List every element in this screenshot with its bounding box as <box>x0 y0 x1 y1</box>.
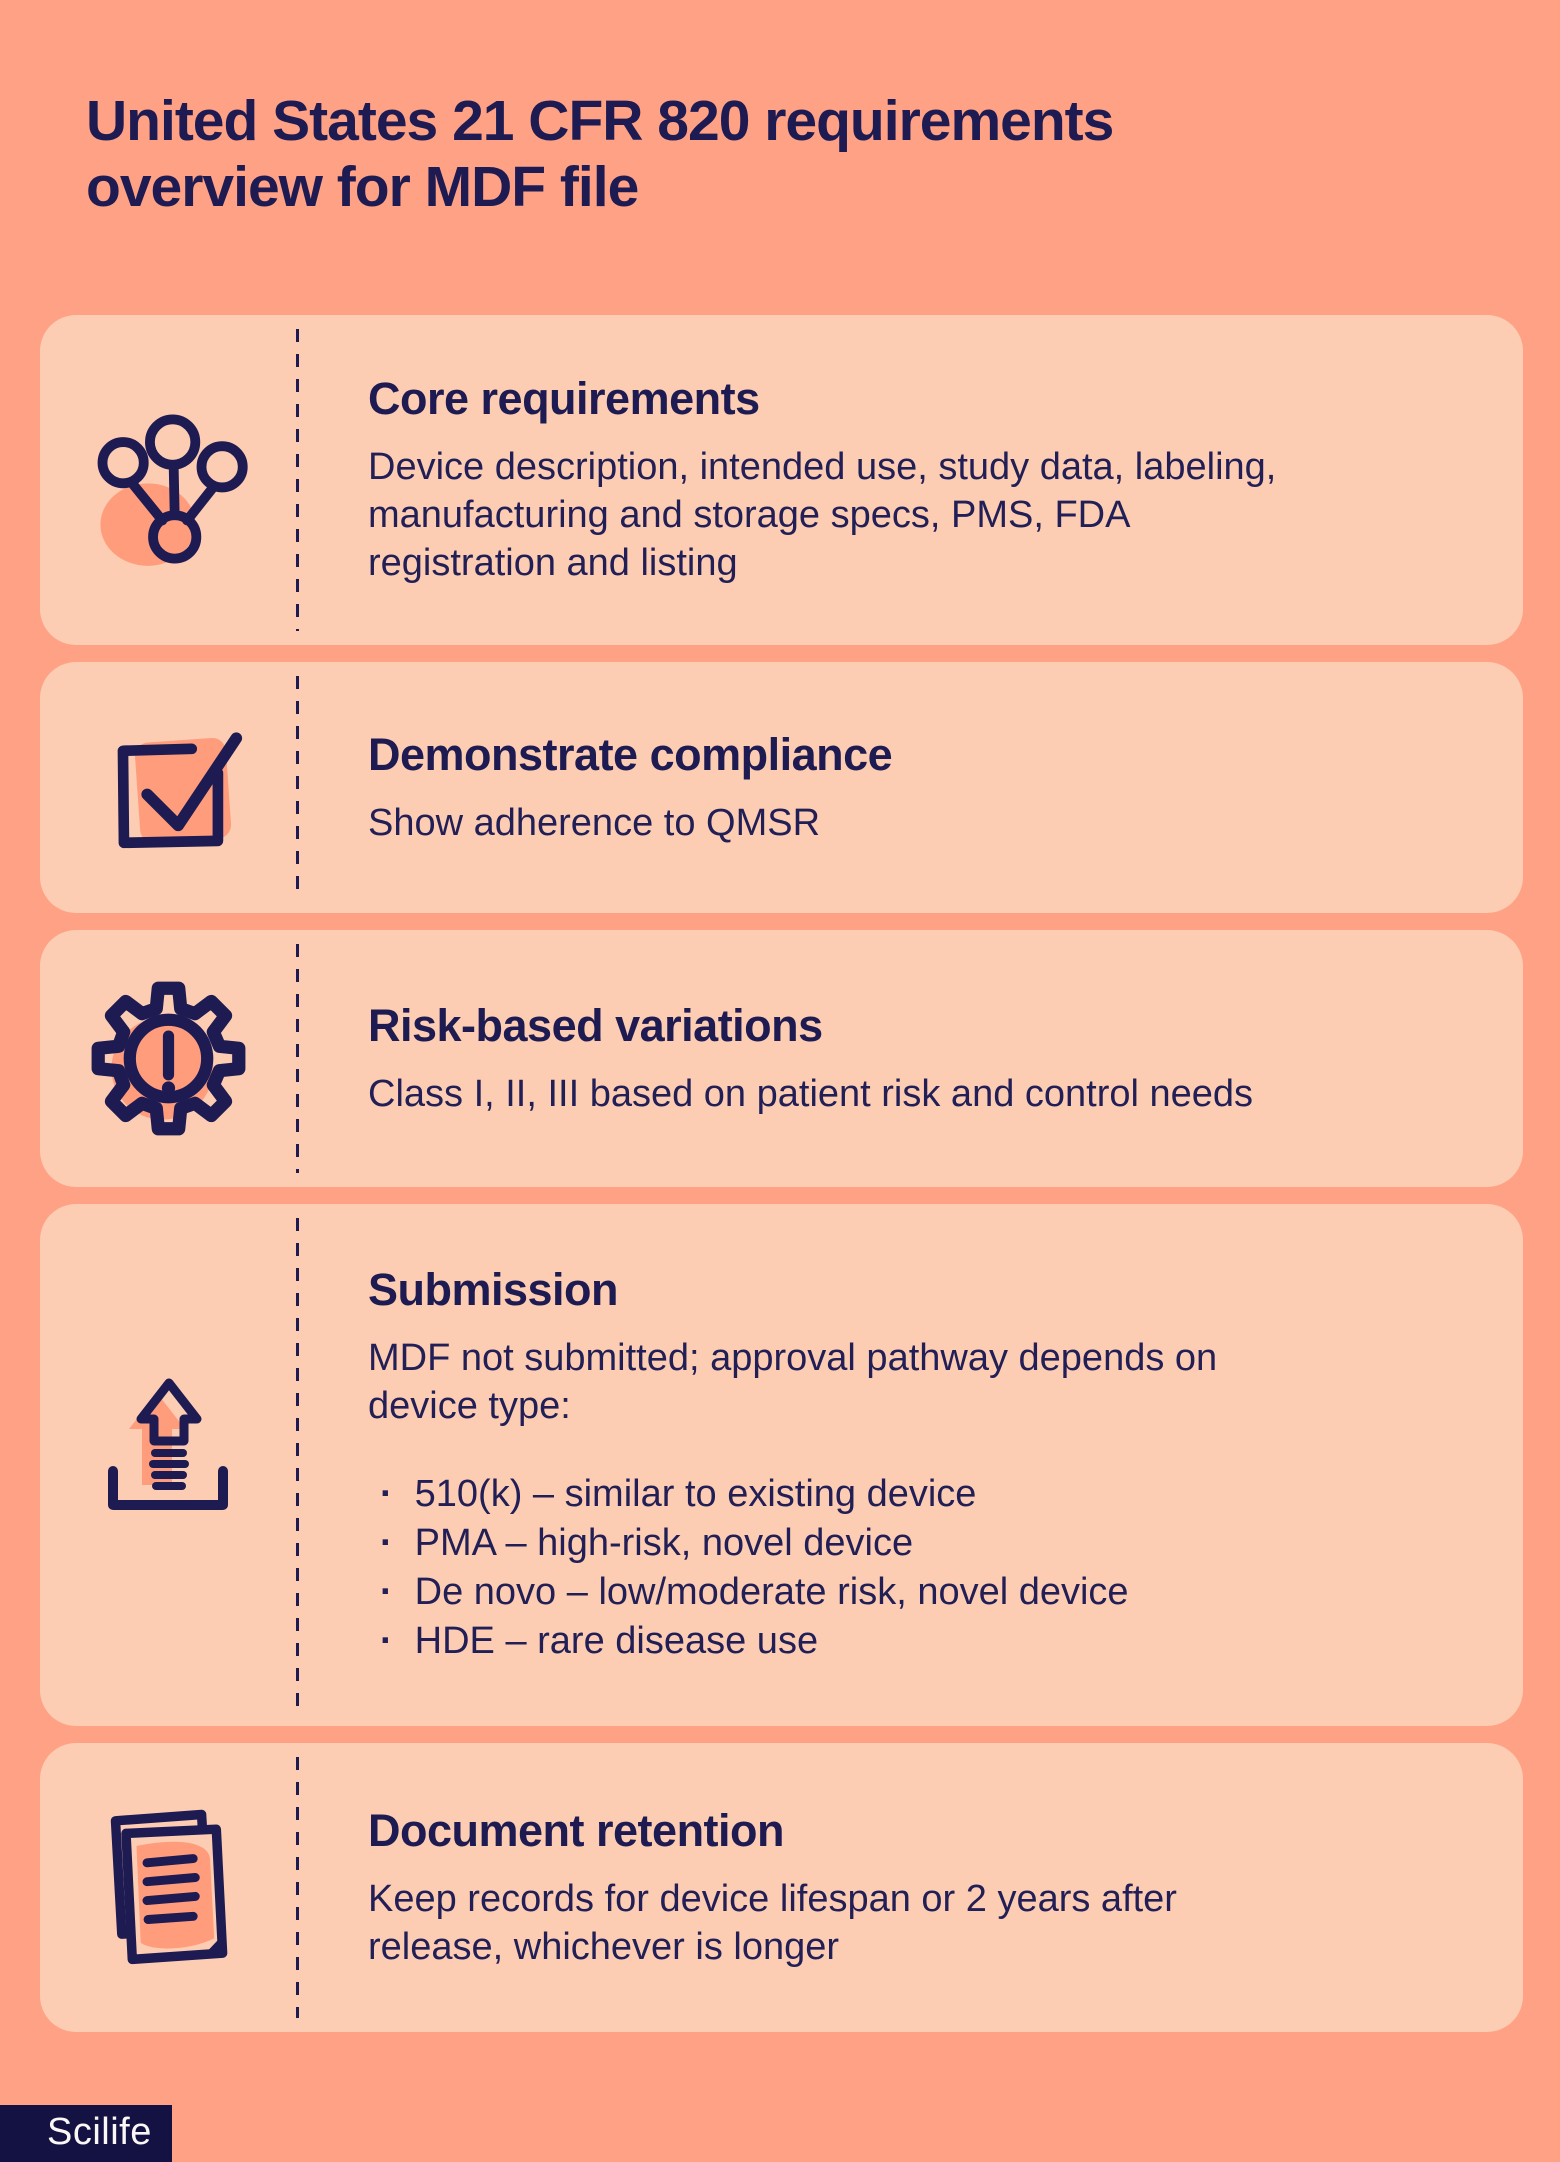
card-demonstrate-compliance: Demonstrate compliance Show adherence to… <box>40 662 1523 913</box>
card-body: Show adherence to QMSR <box>368 801 821 844</box>
submission-pathway-list: 510(k) – similar to existing device PMA … <box>368 1470 1483 1666</box>
network-icon <box>97 413 248 566</box>
card-body: MDF not submitted; approval pathway depe… <box>368 1337 1218 1427</box>
page-title: United States 21 CFR 820 requirements ov… <box>86 89 1114 220</box>
dashed-divider <box>296 329 299 631</box>
card-heading: Demonstrate compliance <box>368 728 893 780</box>
card-list: Core requirements Device description, in… <box>40 315 1523 2049</box>
card-body: Class I, II, III based on patient risk a… <box>368 1072 1254 1115</box>
card-risk-based-variations: Risk-based variations Class I, II, III b… <box>40 930 1523 1187</box>
list-item: HDE – rare disease use <box>368 1617 1483 1666</box>
documents-icon <box>110 1809 228 1964</box>
list-item: PMA – high-risk, novel device <box>368 1519 1483 1568</box>
list-item: 510(k) – similar to existing device <box>368 1470 1483 1519</box>
card-submission: Submission MDF not submitted; approval p… <box>40 1204 1523 1726</box>
card-core-requirements: Core requirements Device description, in… <box>40 315 1523 645</box>
upload-icon <box>108 1378 228 1510</box>
card-heading: Risk-based variations <box>368 999 823 1051</box>
card-heading: Document retention <box>368 1804 785 1856</box>
card-body: Keep records for device lifespan or 2 ye… <box>368 1877 1177 1968</box>
checkbox-icon <box>117 732 242 849</box>
dashed-divider <box>296 1757 299 2018</box>
card-body: Device description, intended use, study … <box>368 446 1277 584</box>
card-heading: Core requirements <box>368 373 760 424</box>
dashed-divider <box>296 1218 299 1712</box>
dashed-divider <box>296 676 299 899</box>
scilife-logo: Scilife <box>0 2105 172 2162</box>
gear-alert-icon <box>91 981 245 1136</box>
card-heading: Submission <box>368 1264 619 1315</box>
card-document-retention: Document retention Keep records for devi… <box>40 1743 1523 2032</box>
dashed-divider <box>296 944 299 1173</box>
list-item: De novo – low/moderate risk, novel devic… <box>368 1568 1483 1617</box>
